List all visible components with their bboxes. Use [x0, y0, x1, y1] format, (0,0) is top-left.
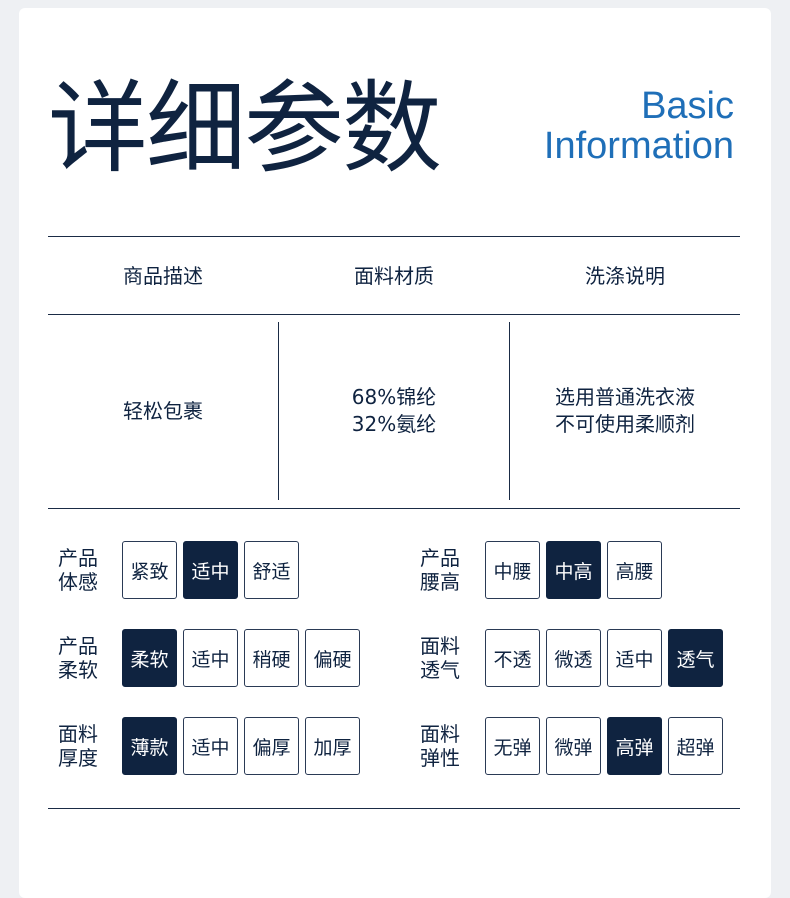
- material-line-1: 68%锦纶: [351, 385, 437, 409]
- option-chip[interactable]: 偏厚: [244, 717, 299, 775]
- attr-label-line: 产品: [58, 546, 98, 570]
- option-chip[interactable]: 舒适: [244, 541, 299, 599]
- column-header-washing: 洗涤说明: [585, 264, 665, 288]
- washing-line-1: 选用普通洗衣液: [555, 385, 695, 409]
- attr-label-line: 面料: [420, 634, 460, 658]
- column-body-material: 68%锦纶 32%氨纶: [279, 384, 509, 438]
- option-chip[interactable]: 无弹: [485, 717, 540, 775]
- attr-label-line: 厚度: [58, 746, 98, 770]
- option-chip[interactable]: 微透: [546, 629, 601, 687]
- attr-label-breathability: 面料 透气: [420, 634, 470, 682]
- option-chip[interactable]: 适中: [183, 717, 238, 775]
- option-chip[interactable]: 适中: [607, 629, 662, 687]
- option-group-feel: 紧致 适中 舒适: [122, 541, 299, 599]
- column-divider-1: [278, 322, 279, 500]
- table-top-border: [48, 236, 740, 237]
- option-chip[interactable]: 不透: [485, 629, 540, 687]
- page-title: 详细参数: [48, 70, 442, 187]
- table-header-divider: [48, 314, 740, 315]
- attr-label-thickness: 面料 厚度: [58, 722, 108, 770]
- attr-label-feel: 产品 体感: [58, 546, 108, 594]
- option-chip[interactable]: 微弹: [546, 717, 601, 775]
- column-body-description: 轻松包裹: [48, 398, 278, 425]
- option-chip[interactable]: 透气: [668, 629, 723, 687]
- option-group-breathability: 不透 微透 适中 透气: [485, 629, 723, 687]
- option-chip[interactable]: 适中: [183, 629, 238, 687]
- option-chip[interactable]: 稍硬: [244, 629, 299, 687]
- attr-label-line: 产品: [420, 546, 460, 570]
- option-group-waist: 中腰 中高 高腰: [485, 541, 662, 599]
- option-chip[interactable]: 中高: [546, 541, 601, 599]
- attr-label-line: 体感: [58, 570, 98, 594]
- option-chip[interactable]: 柔软: [122, 629, 177, 687]
- option-chip[interactable]: 加厚: [305, 717, 360, 775]
- attr-label-line: 面料: [58, 722, 98, 746]
- option-chip[interactable]: 超弹: [668, 717, 723, 775]
- option-chip[interactable]: 薄款: [122, 717, 177, 775]
- attr-label-line: 腰高: [420, 570, 460, 594]
- material-line-2: 32%氨纶: [351, 412, 437, 436]
- washing-line-2: 不可使用柔顺剂: [555, 412, 695, 436]
- option-chip[interactable]: 中腰: [485, 541, 540, 599]
- option-chip[interactable]: 高腰: [607, 541, 662, 599]
- attr-label-elasticity: 面料 弹性: [420, 722, 470, 770]
- option-chip[interactable]: 适中: [183, 541, 238, 599]
- subtitle-line-2: Information: [543, 125, 734, 167]
- subtitle-line-1: Basic: [641, 85, 734, 127]
- column-divider-2: [509, 322, 510, 500]
- option-group-softness: 柔软 适中 稍硬 偏硬: [122, 629, 360, 687]
- option-chip[interactable]: 偏硬: [305, 629, 360, 687]
- column-header-description: 商品描述: [123, 264, 203, 288]
- page-subtitle: Basic Information: [544, 86, 734, 166]
- attr-label-line: 产品: [58, 634, 98, 658]
- option-group-thickness: 薄款 适中 偏厚 加厚: [122, 717, 360, 775]
- option-chip[interactable]: 高弹: [607, 717, 662, 775]
- option-chip[interactable]: 紧致: [122, 541, 177, 599]
- attributes-bottom-border: [48, 808, 740, 809]
- column-header-material: 面料材质: [354, 264, 434, 288]
- option-group-elasticity: 无弹 微弹 高弹 超弹: [485, 717, 723, 775]
- description-line-1: 轻松包裹: [123, 399, 203, 423]
- column-body-washing: 选用普通洗衣液 不可使用柔顺剂: [510, 384, 740, 438]
- attr-label-line: 面料: [420, 722, 460, 746]
- attr-label-softness: 产品 柔软: [58, 634, 108, 682]
- attr-label-line: 透气: [420, 658, 460, 682]
- attr-label-line: 柔软: [58, 658, 98, 682]
- attr-label-waist: 产品 腰高: [420, 546, 470, 594]
- table-bottom-border: [48, 508, 740, 509]
- attr-label-line: 弹性: [420, 746, 460, 770]
